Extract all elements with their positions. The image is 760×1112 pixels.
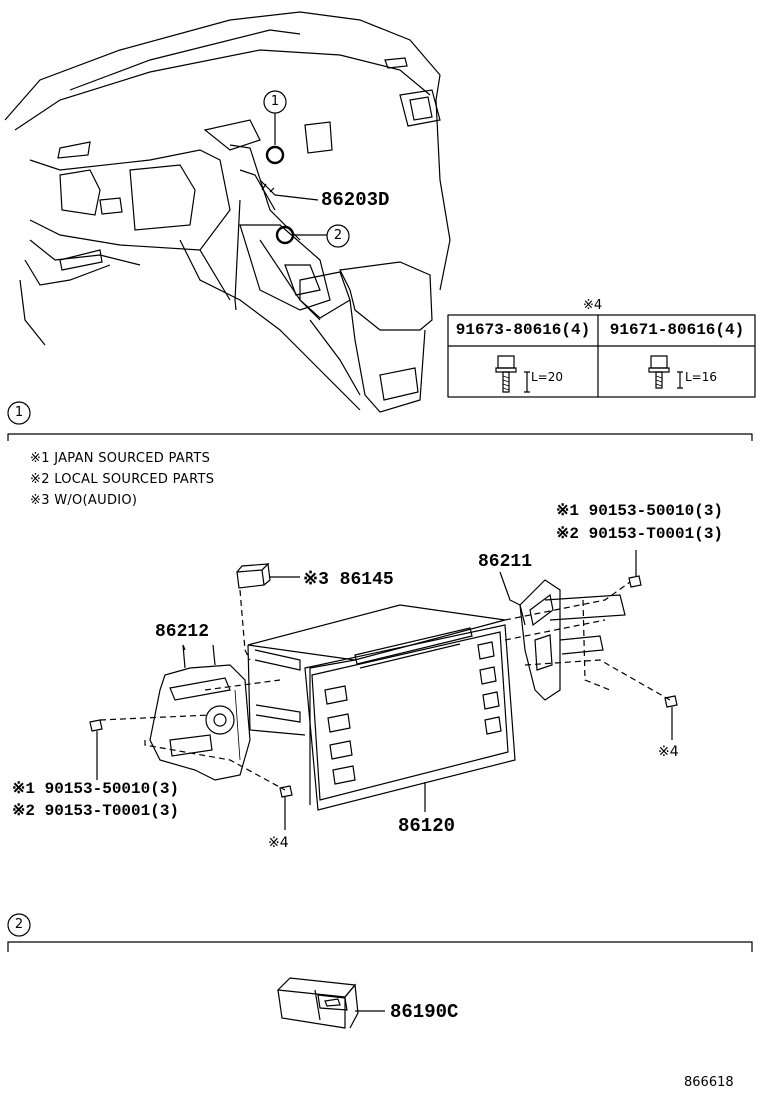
section-1-badge bbox=[7, 401, 31, 425]
flange-bolt-icon bbox=[650, 355, 668, 369]
part-number-86190C: 86190C bbox=[390, 1001, 459, 1023]
screw-right-lower-icon bbox=[664, 695, 678, 708]
legend: ※1 JAPAN SOURCED PARTS ※2 LOCAL SOURCED … bbox=[30, 448, 214, 511]
connector-86145 bbox=[236, 569, 265, 589]
bolt-table bbox=[447, 314, 756, 398]
flange-bolt-icon bbox=[497, 355, 515, 369]
bolt-length-1: L=20 bbox=[531, 370, 564, 384]
screw-part-left-2: ※2 90153-T0001(3) bbox=[12, 802, 180, 820]
part-86203D-leader bbox=[259, 179, 319, 201]
part-number-86212: 86212 bbox=[155, 622, 210, 642]
section-2-badge bbox=[7, 913, 31, 937]
part-number-86145: ※3 86145 bbox=[303, 570, 394, 590]
diagram-id: 866618 bbox=[684, 1075, 734, 1090]
bolt-length-2: L=16 bbox=[685, 370, 718, 384]
section-1-label: 1 bbox=[14, 405, 24, 420]
section-2-label: 2 bbox=[14, 917, 24, 932]
screw-part-left-1: ※1 90153-50010(3) bbox=[12, 780, 180, 798]
legend-item-1: ※1 JAPAN SOURCED PARTS bbox=[30, 451, 211, 466]
part-number-86211: 86211 bbox=[478, 552, 533, 572]
screw-icons bbox=[89, 575, 678, 798]
wire-harness-icon bbox=[261, 183, 275, 193]
section-1-bracket bbox=[7, 433, 753, 441]
screw-part-right-2: ※2 90153-T0001(3) bbox=[556, 525, 724, 543]
screw-part-right-1: ※1 90153-50010(3) bbox=[556, 502, 724, 520]
callout-2-circle bbox=[326, 224, 350, 248]
screw-bottom-icon bbox=[279, 785, 293, 798]
callout-1-label: 1 bbox=[270, 94, 280, 109]
legend-item-3: ※3 W/O(AUDIO) bbox=[30, 493, 138, 508]
bracket-86212 bbox=[149, 664, 251, 781]
part-number-86120: 86120 bbox=[398, 815, 456, 837]
section-2-bracket bbox=[7, 941, 753, 952]
callout-1-target bbox=[265, 145, 285, 165]
bolt-part-number-2: 91671-80616(4) bbox=[609, 321, 745, 339]
dashboard-illustration bbox=[4, 11, 451, 413]
radio-receiver-top bbox=[247, 604, 506, 661]
radio-receiver-face bbox=[304, 624, 516, 811]
assembly-illustration bbox=[149, 562, 626, 811]
assembly-dashes bbox=[99, 581, 671, 791]
bolt-table-note: ※4 bbox=[583, 298, 603, 313]
part-number-86203D: 86203D bbox=[321, 189, 390, 211]
note-4-right: ※4 bbox=[658, 744, 679, 760]
screw-right-icon bbox=[628, 575, 642, 588]
callout-2-label: 2 bbox=[333, 228, 343, 243]
bracket-86211 bbox=[519, 579, 561, 701]
leaders bbox=[96, 550, 673, 830]
note-4-bottom: ※4 bbox=[268, 835, 289, 851]
bolt-part-number-1: 91673-80616(4) bbox=[455, 321, 591, 339]
switch-86190C bbox=[276, 977, 385, 1029]
legend-item-2: ※2 LOCAL SOURCED PARTS bbox=[30, 472, 215, 487]
screw-left-icon bbox=[89, 719, 103, 732]
